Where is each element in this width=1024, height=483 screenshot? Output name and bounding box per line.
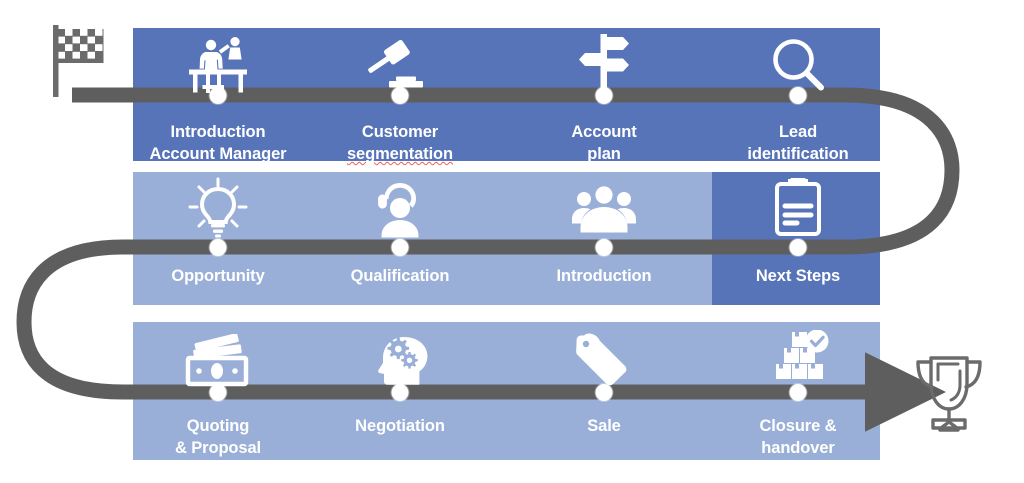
milestone-dot [595,86,613,104]
stage-label: Sale [587,417,621,435]
milestone-dot-slot [128,86,308,120]
stage-cell[interactable]: Introduction Account Manager [128,32,308,166]
stage-label: Introduction Account Manager [149,123,287,163]
stage-cell[interactable]: Closure & handover [708,326,888,460]
stage-label: Qualification [350,267,450,285]
milestone-dot [209,86,227,104]
price-tag-icon [514,326,694,388]
stage-cell[interactable]: Negotiation [310,326,490,438]
stage-cell[interactable]: Next Steps [708,176,888,288]
stage-label: Introduction [556,267,652,285]
checkered-flag-icon [52,25,108,102]
stage-label: Customer segmentation [346,123,454,163]
milestone-dot [391,238,409,256]
stage-cell[interactable]: Introduction [514,176,694,288]
stage-cell[interactable]: Quoting & Proposal [128,326,308,460]
head-with-gears-icon [310,326,490,388]
milestone-dot [209,238,227,256]
stage-label: Account plan [571,123,637,163]
magnifier-icon [708,32,888,94]
stage-cell[interactable]: Qualification [310,176,490,288]
milestone-dot-slot [128,383,308,414]
milestone-dot-slot [708,383,888,414]
trophy-icon [905,348,993,443]
milestone-dot-slot [708,238,888,264]
milestone-dot [391,383,409,401]
spellcheck-underline: segmentation [346,144,454,163]
milestone-dot [789,86,807,104]
milestone-dot-slot [310,86,490,120]
lightbulb-icon [128,176,308,238]
stage-cell[interactable]: Customer segmentation [310,32,490,166]
stage-label: Quoting & Proposal [174,417,262,457]
stage-label: Lead identification [747,123,849,163]
milestone-dot [595,238,613,256]
stage-cell[interactable]: Sale [514,326,694,438]
person-at-desk-icon [128,32,308,94]
stage-label: Next Steps [755,267,841,285]
stage-cell[interactable]: Opportunity [128,176,308,288]
milestone-dot-slot [310,238,490,264]
milestone-dot-slot [310,383,490,414]
stage-label: Closure & handover [759,417,837,457]
group-of-people-icon [514,176,694,238]
signpost-icon [514,32,694,94]
stage-cell[interactable]: Lead identification [708,32,888,166]
milestone-dot-slot [514,383,694,414]
headset-agent-icon [310,176,490,238]
gavel-icon [310,32,490,94]
clipboard-icon [708,176,888,238]
milestone-dot [595,383,613,401]
stage-cell[interactable]: Account plan [514,32,694,166]
stage-label: Opportunity [171,267,265,285]
milestone-dot [789,383,807,401]
milestone-dot [391,86,409,104]
boxes-check-icon [708,326,888,388]
milestone-dot [209,383,227,401]
milestone-dot-slot [708,86,888,120]
milestone-dot-slot [514,86,694,120]
milestone-dot-slot [128,238,308,264]
stage-label: Negotiation [355,417,445,435]
milestone-dot-slot [514,238,694,264]
money-banknote-icon [128,326,308,388]
milestone-dot [789,238,807,256]
